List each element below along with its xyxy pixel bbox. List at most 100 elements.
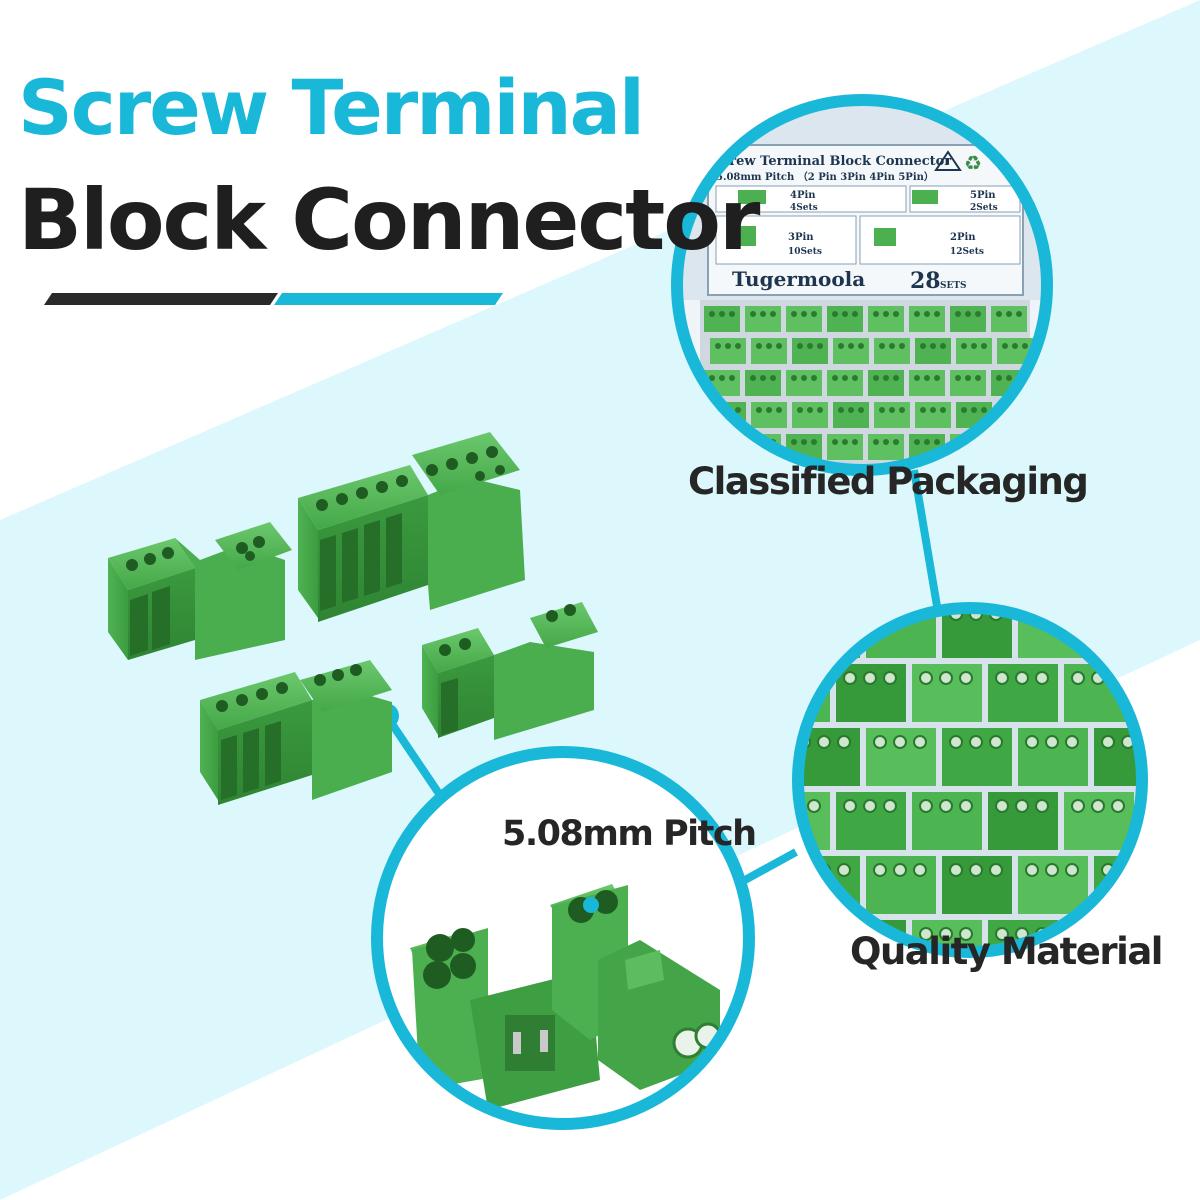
screw-hole: [709, 375, 715, 381]
screw-hole: [1022, 343, 1028, 349]
screw-head: [939, 799, 953, 813]
screw-head: [949, 735, 963, 749]
screw-hole: [842, 375, 848, 381]
screw-hole: [715, 343, 721, 349]
packed-connector: [991, 306, 1027, 332]
packed-connector: [915, 338, 951, 364]
pitch-circle: [371, 746, 755, 1130]
screw-hole: [899, 343, 905, 349]
screw-hole: [883, 375, 889, 381]
screw-hole: [1006, 311, 1012, 317]
screw-hole: [852, 375, 858, 381]
screw-hole: [766, 407, 772, 413]
screw-head: [1015, 799, 1029, 813]
screw-head: [959, 799, 973, 813]
screw-hole: [914, 439, 920, 445]
screw-hole: [975, 311, 981, 317]
screw-head: [913, 863, 927, 877]
screw-hole: [735, 407, 741, 413]
screw-hole: [924, 311, 930, 317]
packed-connector: [915, 402, 951, 428]
screw-hole: [811, 439, 817, 445]
screw-hole: [981, 343, 987, 349]
screw-hole: [914, 311, 920, 317]
screw-head: [1071, 799, 1085, 813]
headline-line-2: Block Connector: [18, 171, 760, 269]
screw-hole: [801, 311, 807, 317]
screw-hole: [879, 407, 885, 413]
box-subheading: 5.08mm Pitch （2 Pin 3Pin 4Pin 5Pin）: [716, 170, 934, 183]
underline-dark: [44, 293, 278, 305]
screw-hole: [858, 343, 864, 349]
screw-hole: [719, 311, 725, 317]
screw-hole: [873, 375, 879, 381]
packaging-circle: Screw Terminal Block Connector 5.08mm Pi…: [671, 94, 1053, 476]
cell-2pin-label: 2Pin: [950, 232, 976, 243]
packed-connector: [751, 402, 787, 428]
screw-hole: [1006, 375, 1012, 381]
packed-connector: [874, 338, 910, 364]
pitch-hole-marker: [583, 897, 599, 913]
packed-connector: [745, 370, 781, 396]
screw-hole: [842, 311, 848, 317]
screw-head: [995, 671, 1009, 685]
screw-head: [768, 928, 780, 940]
screw-hole: [807, 407, 813, 413]
screw-head: [1045, 735, 1059, 749]
screw-head: [969, 735, 983, 749]
screw-hole: [965, 375, 971, 381]
cell-5pin-sets: 2Sets: [970, 203, 998, 213]
screw-hole: [848, 343, 854, 349]
screw-hole: [893, 311, 899, 317]
screw-hole: [971, 343, 977, 349]
connector-3pin: [108, 522, 292, 660]
screw-hole: [719, 375, 725, 381]
screw-head: [913, 735, 927, 749]
box-count-unit: SETS: [940, 281, 967, 291]
screw-head: [873, 735, 887, 749]
packed-connector: [827, 370, 863, 396]
packed-connector: [956, 338, 992, 364]
screw-hole: [893, 375, 899, 381]
connector-5pin: [298, 432, 525, 622]
screw-hole: [965, 311, 971, 317]
screw-hole: [955, 375, 961, 381]
screw-hole: [756, 407, 762, 413]
screw-hole: [996, 375, 1002, 381]
screw-head: [1091, 799, 1105, 813]
screw-head: [969, 863, 983, 877]
screw-head: [939, 927, 953, 941]
screw-hole: [848, 407, 854, 413]
screw-hole: [832, 311, 838, 317]
screw-hole: [873, 439, 879, 445]
packed-connector: [792, 338, 828, 364]
screw-head: [837, 863, 851, 877]
screw-hole: [924, 439, 930, 445]
screw-head: [989, 735, 1003, 749]
packed-connector: [751, 338, 787, 364]
headline-line-1: Screw Terminal: [18, 63, 645, 152]
screw-hole: [750, 311, 756, 317]
screw-head: [873, 863, 887, 877]
screw-head: [1015, 671, 1029, 685]
screw-hole: [899, 407, 905, 413]
screw-hole: [729, 311, 735, 317]
screw-hole: [797, 343, 803, 349]
screw-head: [995, 927, 1009, 941]
screw-hole: [842, 439, 848, 445]
screw-head: [807, 927, 821, 941]
screw-hole: [971, 407, 977, 413]
screw-hole: [735, 343, 741, 349]
screw-hole: [961, 343, 967, 349]
screw-hole: [996, 311, 1002, 317]
screw-head: [863, 671, 877, 685]
screw-head: [843, 671, 857, 685]
screw-hole: [770, 375, 776, 381]
screw-head: [798, 863, 811, 877]
screw-hole: [760, 375, 766, 381]
warning-triangle-icon: [934, 150, 962, 171]
screw-hole: [791, 375, 797, 381]
screw-hole: [920, 343, 926, 349]
cell-4pin-label: 4Pin: [790, 190, 816, 201]
packed-connector: [874, 402, 910, 428]
